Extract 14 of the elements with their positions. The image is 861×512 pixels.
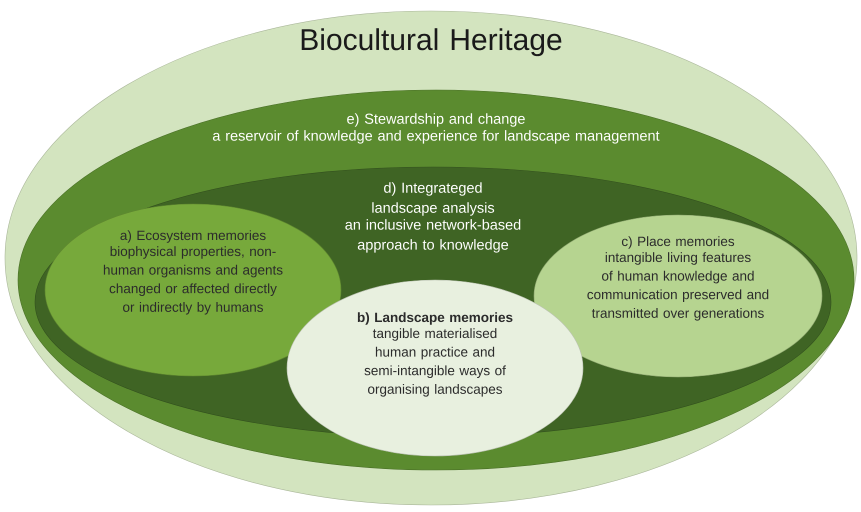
description: tangible materialised human practice and semi-intangible ways of organising landscapes: [364, 328, 506, 397]
description: an inclusive network-based approach to knowledge: [345, 219, 520, 253]
heading: c) Place memories: [622, 236, 734, 249]
oval-region: [286, 280, 584, 456]
description: biophysical properties, non-human organisms and agents changed or affected directly or indirectly by humans: [104, 246, 283, 315]
heading: e) Stewardship and change: [347, 113, 525, 127]
heading: d) Integrateged landscape analysis: [372, 182, 494, 216]
heading: Biocultural Heritage: [302, 28, 562, 56]
oval-region: [534, 214, 822, 378]
heading: b) Landscape memories: [358, 312, 512, 325]
description: intangible living features of human knowledge and communication preserved and transmitted over generations: [587, 252, 768, 321]
description: a reservoir of knowledge and experience for landscape management: [212, 130, 660, 144]
oval-region: [44, 204, 342, 376]
heading: a) Ecosystem memories: [120, 230, 266, 243]
